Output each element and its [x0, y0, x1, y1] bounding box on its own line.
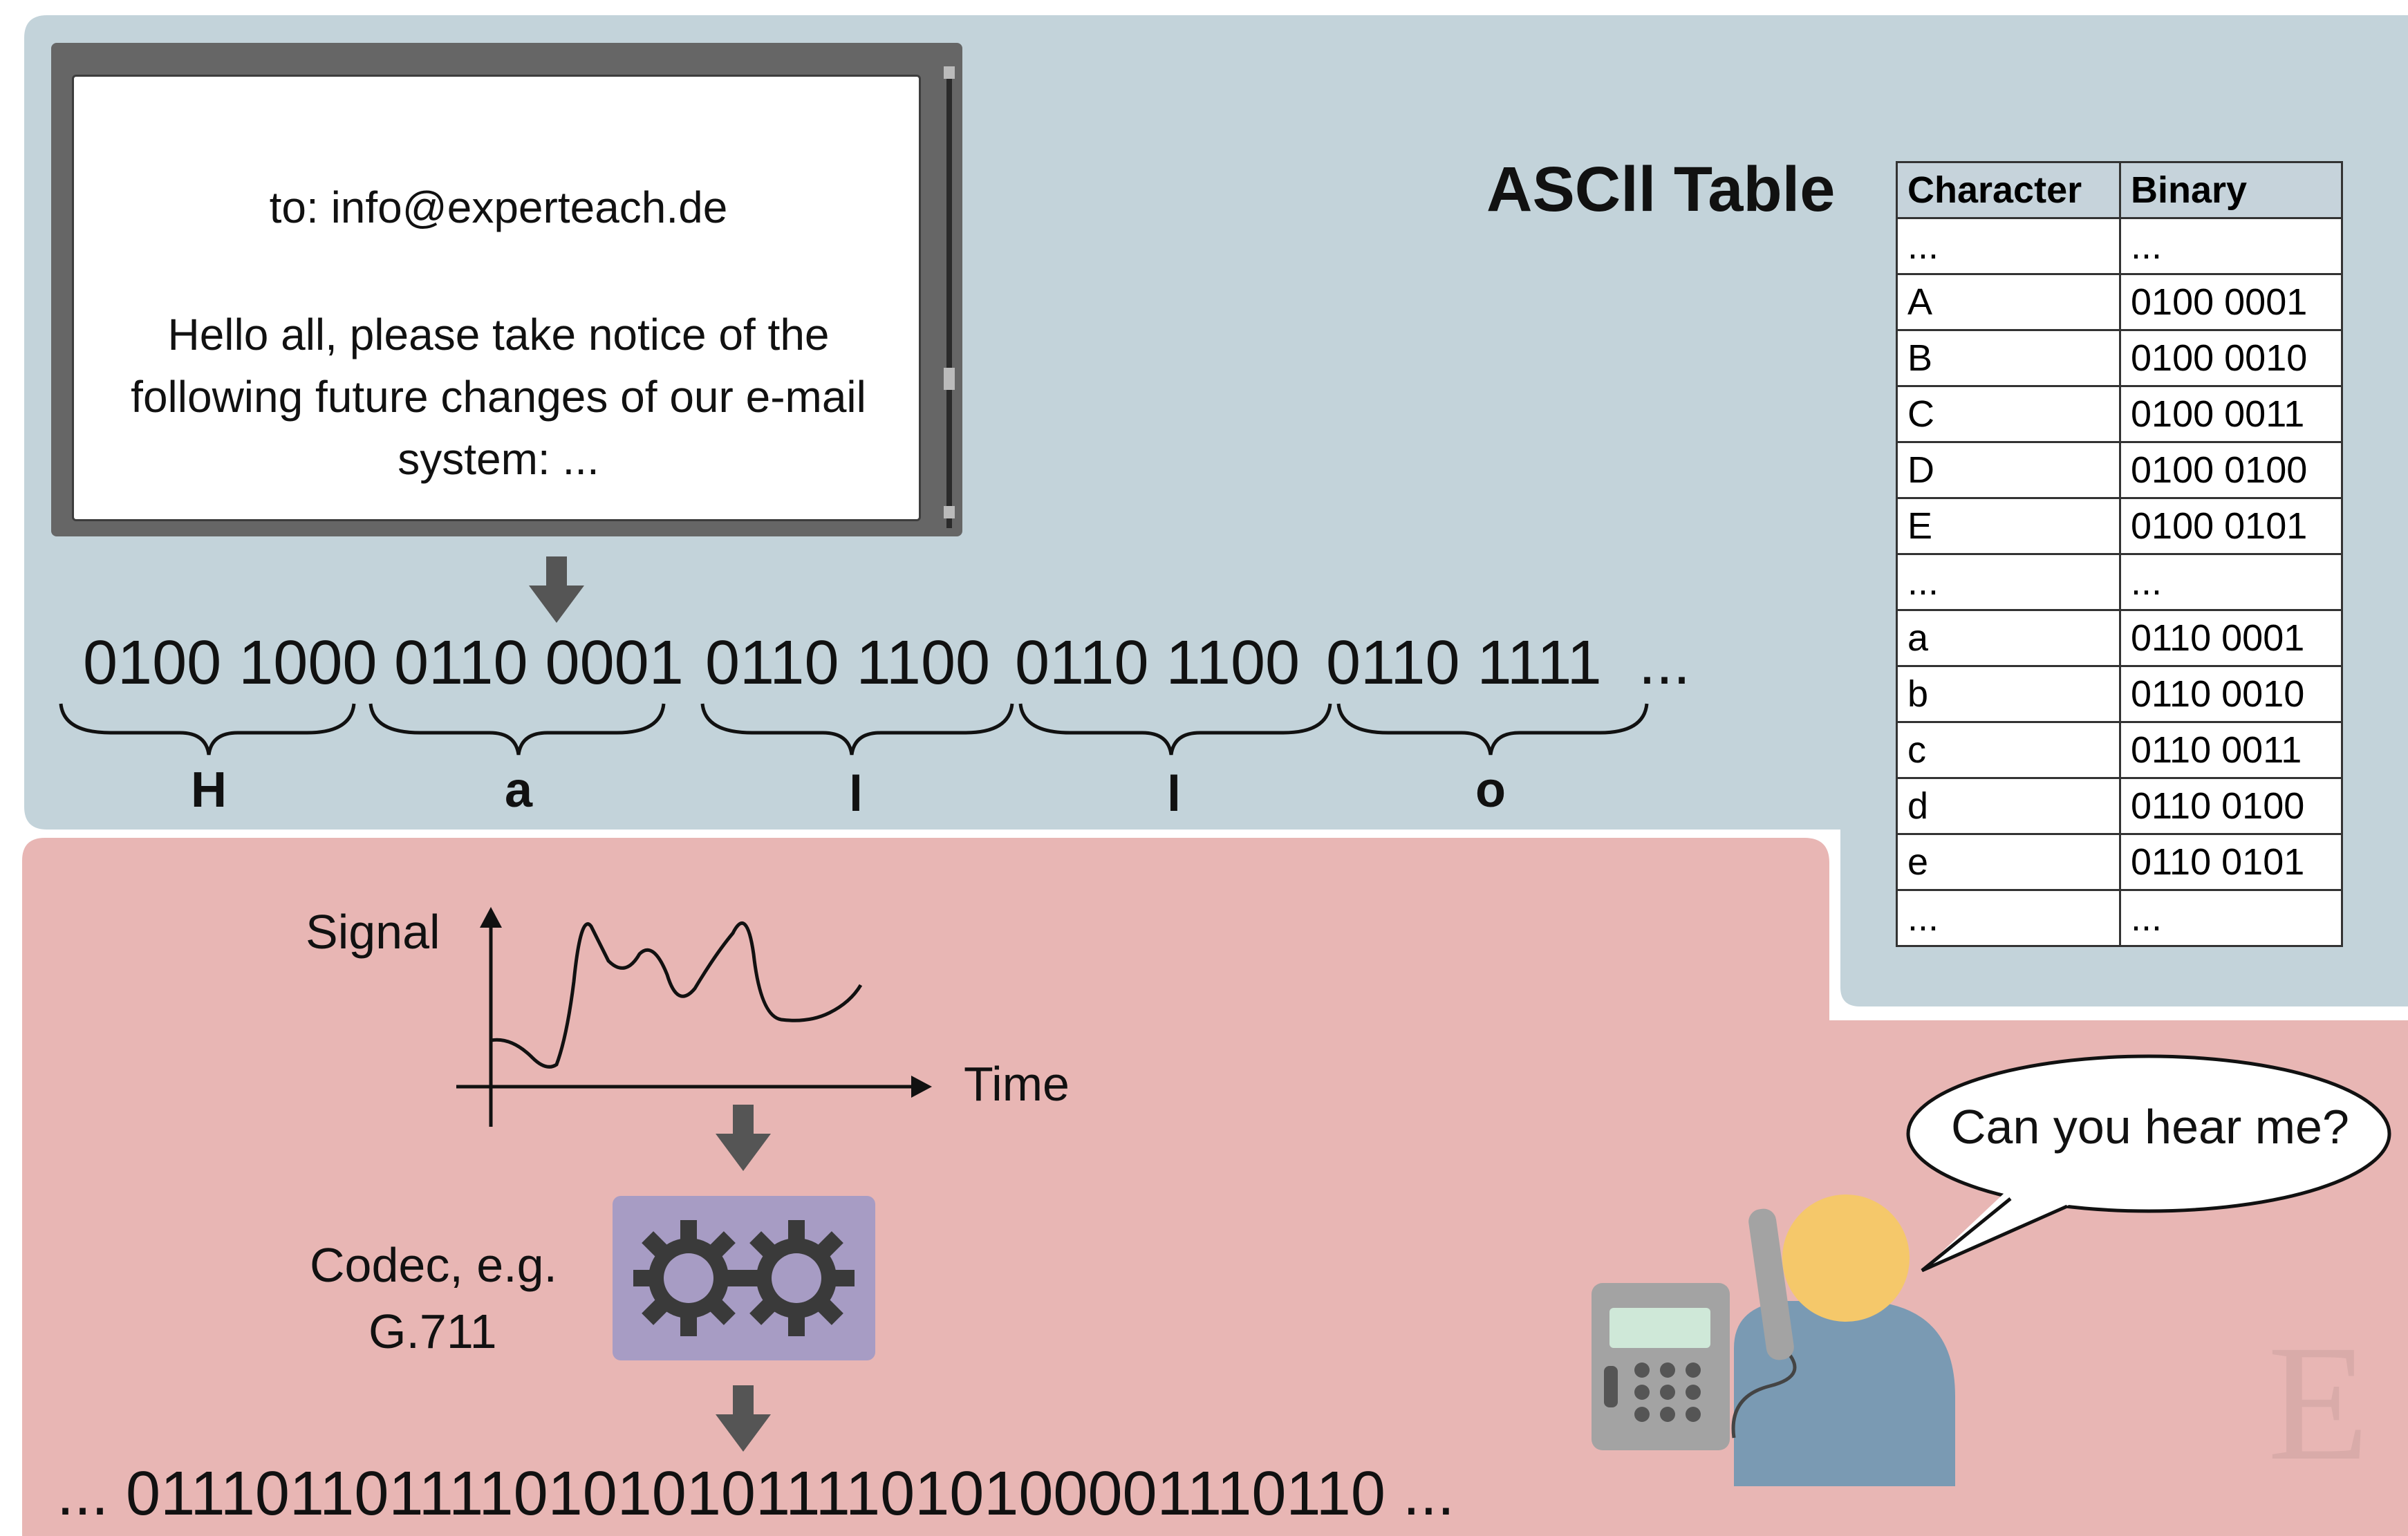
down-arrow-icon [529, 556, 584, 623]
table-cell: 0110 0001 [2119, 609, 2343, 667]
table-cell: 0110 0101 [2119, 833, 2343, 891]
curly-brace [1336, 703, 1649, 756]
svg-text:E: E [2268, 1320, 2369, 1472]
table-cell: 0110 0010 [2119, 665, 2343, 723]
table-cell: ... [1896, 889, 2121, 947]
logo-watermark: E [2268, 1320, 2369, 1472]
decoded-letter: o [1475, 762, 1506, 818]
binary-group: 0110 0001 [394, 628, 684, 697]
table-cell: d [1896, 777, 2121, 835]
email-body: to: info@experteach.de Hello all, please… [72, 75, 921, 521]
voice-bitstream: ... 011101101111010101011110101000011101… [57, 1459, 1455, 1528]
binary-group: 0100 1000 [83, 628, 377, 697]
down-arrow-icon [716, 1385, 771, 1452]
binary-group: 0110 1111 [1326, 628, 1602, 697]
table-cell: 0100 0101 [2119, 497, 2343, 555]
table-cell: ... [1896, 553, 2121, 611]
y-axis-label: Signal [306, 905, 440, 959]
email-message-line: Hello all, please take notice of the [167, 310, 830, 359]
table-cell: 0100 0011 [2119, 385, 2343, 443]
email-message-line: system: ... [398, 434, 599, 484]
decoded-letter: l [1166, 767, 1181, 822]
table-cell: b [1896, 665, 2121, 723]
table-cell: ... [1896, 217, 2121, 275]
decoded-letter: H [191, 762, 227, 818]
table-cell: 0100 0100 [2119, 441, 2343, 499]
decoded-letter: l [848, 767, 863, 822]
table-row: ...... [1896, 889, 2343, 947]
table-row: ...... [1896, 553, 2343, 611]
table-cell: ... [2119, 217, 2343, 275]
email-scrollbar[interactable] [946, 66, 952, 528]
speech-bubble-text: Can you hear me? [1951, 1100, 2349, 1154]
column-header-binary: Binary [2119, 161, 2343, 219]
scroll-handle-middle[interactable] [944, 368, 955, 390]
codec-label: Codec, e.g. [310, 1238, 557, 1292]
email-message: Hello all, please take notice of the fol… [74, 303, 923, 490]
signal-wave [490, 921, 863, 1069]
x-axis-arrowhead [911, 1076, 932, 1098]
column-header-character: Character [1896, 161, 2121, 219]
table-cell: E [1896, 497, 2121, 555]
group-braces [59, 703, 1649, 756]
table-cell: ... [2119, 553, 2343, 611]
table-row: ...... [1896, 217, 2343, 275]
table-cell: C [1896, 385, 2121, 443]
curly-brace [700, 703, 1014, 756]
phone-icon [1592, 1208, 1797, 1450]
codec-label-name: G.711 [368, 1304, 497, 1358]
codec-box [613, 1196, 875, 1360]
email-recipient: to: info@experteach.de [269, 182, 728, 232]
down-arrow-icon [716, 1105, 771, 1171]
scroll-handle-bottom[interactable] [944, 506, 955, 518]
table-cell: a [1896, 609, 2121, 667]
curly-brace [368, 703, 666, 756]
table-cell: 0110 0011 [2119, 721, 2343, 779]
signal-plot [456, 907, 932, 1127]
binary-ellipsis: ... [1639, 628, 1691, 697]
table-cell: A [1896, 273, 2121, 331]
y-axis-arrowhead [480, 907, 502, 928]
x-axis-label: Time [964, 1057, 1070, 1111]
ascii-table-title: ASCll Table [1486, 154, 1836, 225]
scroll-handle-top[interactable] [944, 66, 955, 79]
table-cell: 0110 0100 [2119, 777, 2343, 835]
phone-call-illustration [1592, 1195, 1955, 1486]
curly-brace [1018, 703, 1332, 756]
email-window: to: info@experteach.de Hello all, please… [51, 43, 962, 536]
curly-brace [59, 703, 356, 756]
gear-icon [633, 1220, 855, 1336]
decoded-letter: a [504, 762, 533, 818]
table-cell: 0100 0010 [2119, 329, 2343, 387]
table-cell: c [1896, 721, 2121, 779]
table-cell: B [1896, 329, 2121, 387]
table-cell: 0100 0001 [2119, 273, 2343, 331]
speech-bubble [1906, 1054, 2391, 1273]
table-cell: e [1896, 833, 2121, 891]
table-header-row: Character Binary [1896, 161, 2343, 219]
table-cell: ... [2119, 889, 2343, 947]
email-message-line: following future changes of our e-mail [131, 372, 866, 422]
binary-group: 0110 1100 [1015, 628, 1300, 697]
binary-group: 0110 1100 [705, 628, 991, 697]
table-cell: D [1896, 441, 2121, 499]
